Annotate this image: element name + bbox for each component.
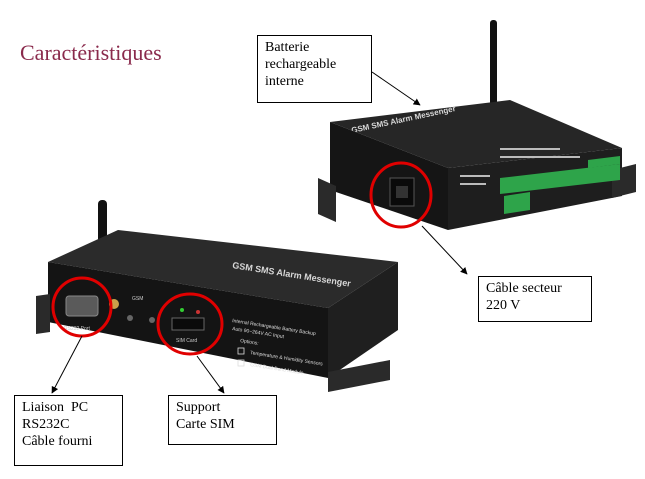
rs232-port	[65, 295, 99, 317]
callout-batterie-line-3: interne	[265, 74, 304, 89]
callout-batterie: Batterie rechargeable interne	[257, 35, 372, 103]
sim-slot	[171, 317, 205, 331]
highlight-circle-sim	[156, 292, 224, 356]
callout-secteur-line-1: Câble secteur	[486, 281, 562, 296]
callout-liaison-line-2: RS232C	[22, 417, 70, 432]
arrow-batterie	[371, 71, 421, 106]
flange-front-right	[328, 360, 390, 392]
callout-batterie-line-2: rechargeable	[265, 57, 337, 72]
callout-batterie-line-1: Batterie	[265, 40, 310, 55]
gsm-label: GSM	[132, 296, 143, 302]
callout-sim-line-2: Carte SIM	[176, 417, 235, 432]
flange-front-left	[36, 294, 50, 334]
callout-sim-line-1: Support	[176, 400, 221, 415]
arrow-liaison	[51, 335, 83, 394]
option-checkbox-2	[237, 359, 245, 367]
flange-rear-left	[318, 178, 336, 222]
callout-liaison-line-1: Liaison PC	[22, 400, 89, 415]
callout-liaison: Liaison PC RS232C Câble fourni	[14, 395, 123, 466]
terminal-block	[500, 156, 620, 214]
options-title: Options:	[240, 338, 259, 347]
callout-secteur: Câble secteur 220 V	[478, 276, 592, 322]
rear-device: GSM SMS Alarm Messenger	[318, 20, 636, 230]
option-checkbox-1	[237, 347, 245, 355]
callout-sim: Support Carte SIM	[168, 395, 277, 445]
callout-liaison-line-3: Câble fourni	[22, 434, 93, 449]
callout-secteur-line-2: 220 V	[486, 298, 521, 313]
arrow-sim	[196, 355, 225, 394]
highlight-circle-power	[369, 161, 433, 229]
antenna-rear	[490, 20, 497, 108]
sim-led-red	[196, 310, 200, 314]
power-socket-pins	[396, 186, 408, 198]
rear-device-lid	[330, 100, 622, 168]
rear-side-text	[460, 148, 580, 185]
jack-2	[149, 317, 155, 323]
jack-1	[127, 315, 133, 321]
front-device-side	[328, 262, 398, 378]
page-title: Caractéristiques	[20, 40, 162, 65]
front-device-lid	[48, 230, 398, 308]
rs232-port-label: RS232 Port	[64, 326, 90, 332]
rear-device-face	[330, 122, 448, 230]
arrow-secteur	[421, 225, 468, 275]
front-device: GSM SMS Alarm Messenger RS232 Port GSM S…	[36, 200, 398, 392]
sim-led-green	[180, 308, 184, 312]
sim-card-label: SIM Card	[176, 338, 197, 344]
